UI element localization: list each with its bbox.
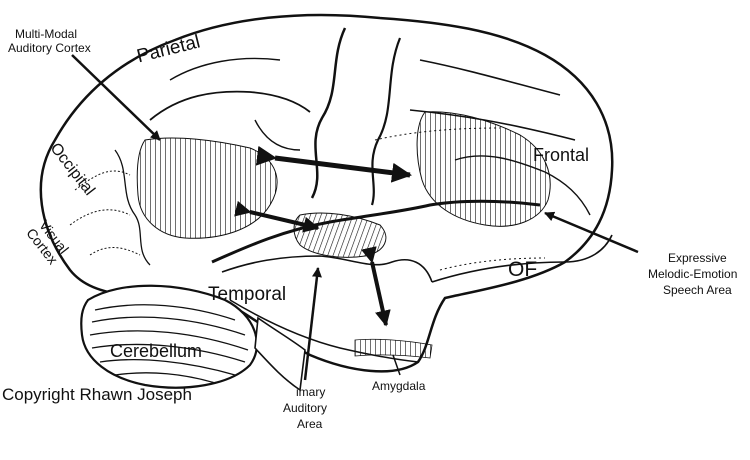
expressive-callout-line1: Expressive <box>668 251 727 265</box>
multimodal-callout-line1: Multi-Modal <box>15 27 78 41</box>
expressive-speech-region <box>416 111 551 227</box>
precentral-sulcus <box>370 37 402 206</box>
frontal-sulcus-1 <box>419 59 561 96</box>
pointer-multimodal <box>71 54 161 141</box>
temporal-fold <box>221 255 433 283</box>
orbitofrontal-surface <box>431 234 613 283</box>
primary-auditory-callout-line1: imary <box>296 385 326 399</box>
occipital-gyri <box>69 170 141 256</box>
pointer-primary-auditory <box>303 267 322 381</box>
primary-auditory-callout-line2: Auditory <box>283 401 328 415</box>
occipital-gyri-2 <box>114 149 151 266</box>
pointer-expressive <box>544 211 639 254</box>
temporal-label: Temporal <box>208 284 287 305</box>
expressive-callout-line3: Speech Area <box>663 283 732 297</box>
cerebrum-outline <box>39 13 614 373</box>
orbitofrontal-label: OF <box>508 258 538 281</box>
expressive-callout-line2: Melodic-Emotion <box>648 267 738 281</box>
amygdala-callout: Amygdala <box>372 379 426 393</box>
arrow-primary-to-amygdala <box>361 246 391 327</box>
pointer-amygdala <box>392 354 401 376</box>
multimodal-callout-line2: Auditory Cortex <box>8 41 91 55</box>
brainstem <box>254 316 306 392</box>
temporal-border <box>229 299 419 363</box>
cerebellum-label: Cerebellum <box>110 341 203 361</box>
cerebellum-shape <box>80 284 258 389</box>
parietal-sulcus-1 <box>149 90 311 121</box>
copyright-text: Copyright Rhawn Joseph <box>2 385 192 404</box>
orbitofrontal-dots <box>439 257 546 271</box>
arrow-multimodal-to-frontal <box>255 145 412 183</box>
parietal-sulcus-2 <box>169 57 281 81</box>
arrow-multimodal-to-primary <box>234 200 320 233</box>
primary-auditory-callout-line3: Area <box>297 417 323 431</box>
amygdala-region <box>354 338 433 359</box>
frontal-label: Frontal <box>533 145 590 165</box>
cerebellum-folia <box>89 304 249 384</box>
